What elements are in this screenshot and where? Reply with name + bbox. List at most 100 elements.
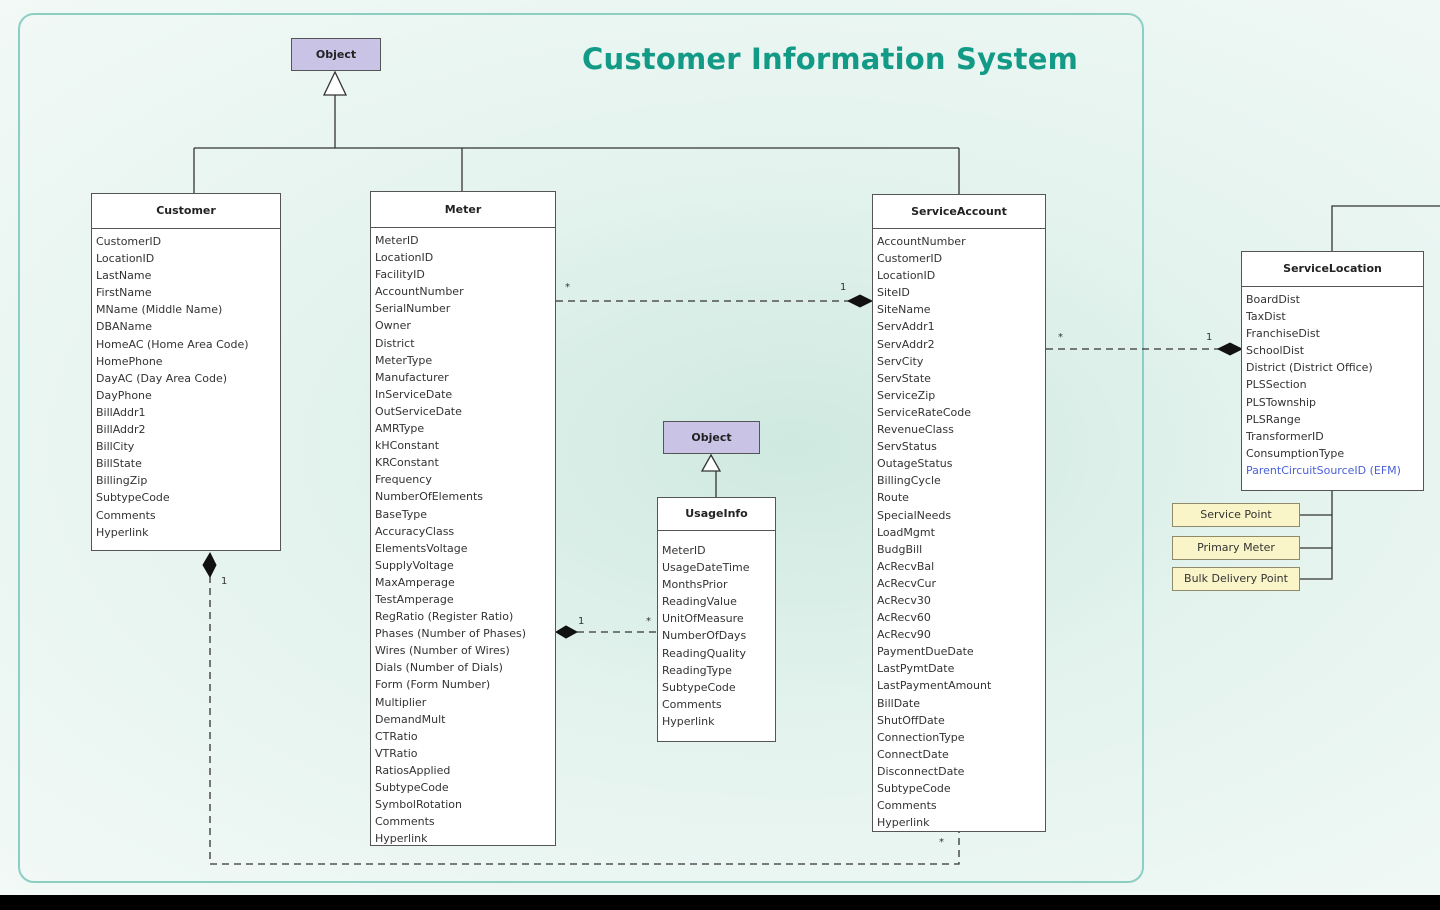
class-name: ServiceLocation [1242, 252, 1423, 287]
attribute: CTRatio [375, 729, 418, 743]
attribute: kHConstant [375, 439, 440, 453]
attribute: Hyperlink [877, 816, 930, 830]
attribute: LocationID [96, 252, 155, 266]
subtype-bulk-delivery-point[interactable]: Bulk Delivery Point [1172, 567, 1300, 591]
system-boundary [18, 13, 1144, 883]
attribute: ShutOffDate [877, 713, 945, 727]
attribute: Phases (Number of Phases) [375, 627, 527, 641]
composition-diamond-customer [202, 551, 217, 579]
subtype-service-point[interactable]: Service Point [1172, 503, 1300, 527]
attribute: AcRecvCur [877, 576, 937, 590]
attribute: OutageStatus [877, 457, 953, 471]
attribute: ElementsVoltage [375, 541, 468, 555]
subtype-primary-meter[interactable]: Primary Meter [1172, 536, 1300, 560]
attribute: BillDate [877, 696, 921, 710]
class-name: ServiceAccount [873, 195, 1045, 229]
attribute: CustomerID [96, 235, 162, 248]
attribute: SpecialNeeds [877, 508, 952, 522]
attribute: Owner [375, 319, 411, 333]
attribute: SchoolDist [1246, 344, 1305, 358]
attribute: Wires (Number of Wires) [375, 644, 510, 658]
composition-diamond-service-account [846, 294, 874, 308]
attribute: LocationID [375, 251, 434, 265]
multiplicity-service-account-one: 1 [840, 282, 847, 293]
attribute: PLSRange [1246, 412, 1301, 426]
class-name: UsageInfo [658, 498, 775, 531]
attribute: Form (Form Number) [375, 678, 491, 692]
attribute: DayAC (Day Area Code) [96, 371, 228, 385]
attribute: Route [877, 491, 909, 505]
attribute: FirstName [96, 286, 152, 300]
class-name: Customer [92, 194, 280, 229]
attribute: AccuracyClass [375, 524, 455, 538]
multiplicity-account-customer-many: * [939, 837, 944, 848]
attribute: DemandMult [375, 712, 446, 726]
attribute: NumberOfDays [662, 629, 747, 643]
attribute: ReadingType [662, 663, 732, 677]
attribute: LastPymtDate [877, 662, 955, 676]
attribute: SymbolRotation [375, 798, 462, 812]
composition-diamond-service-location [1216, 342, 1244, 356]
attribute: ConnectionType [877, 730, 965, 744]
multiplicity-meter-usage-one: 1 [578, 616, 585, 627]
attribute: MeterType [375, 353, 433, 367]
composition-diamond-meter [555, 625, 579, 639]
attribute-link[interactable]: ParentCircuitSourceID (EFM) [1246, 463, 1401, 477]
attribute: LoadMgmt [877, 525, 935, 539]
attribute: BillAddr2 [96, 423, 146, 437]
object-superclass-top[interactable]: Object [291, 38, 381, 71]
attribute: UsageDateTime [662, 561, 750, 575]
attribute: SubtypeCode [877, 782, 951, 795]
attribute: SubtypeCode [375, 781, 449, 794]
bottom-bar [0, 895, 1440, 910]
attribute: AMRType [375, 422, 425, 436]
attribute: AcRecv30 [877, 593, 931, 607]
attribute: SubtypeCode [96, 491, 170, 505]
object-superclass-usage[interactable]: Object [663, 421, 760, 454]
attribute: Comments [662, 697, 722, 711]
attribute: ServStatus [877, 440, 937, 454]
multiplicity-service-location-one: 1 [1206, 332, 1213, 343]
attribute: ServCity [877, 354, 924, 368]
attribute: BillState [96, 457, 142, 471]
attribute: Multiplier [375, 695, 427, 709]
attribute: RevenueClass [877, 423, 954, 437]
attribute: DBAName [96, 320, 152, 334]
attribute: AcRecv90 [877, 628, 931, 642]
attribute: ConnectDate [877, 747, 949, 761]
attribute: BillingZip [96, 474, 148, 488]
generalization-arrow-usage [700, 453, 722, 472]
attribute: Dials (Number of Dials) [375, 661, 503, 675]
attribute: RatiosApplied [375, 763, 451, 777]
attribute: BillingCycle [877, 474, 941, 488]
attribute: SubtypeCode [662, 680, 736, 694]
attribute: FranchiseDist [1246, 327, 1320, 341]
attribute: SupplyVoltage [375, 558, 454, 572]
attribute: ReadingValue [662, 595, 737, 609]
attribute: Hyperlink [662, 714, 715, 728]
attribute: Frequency [375, 473, 432, 487]
attribute: ServAddr1 [877, 320, 935, 334]
object-label: Object [315, 48, 357, 61]
attribute: SiteID [877, 286, 910, 300]
attribute: PLSTownship [1246, 395, 1317, 409]
attribute: NumberOfElements [375, 490, 483, 504]
attribute: UnitOfMeasure [662, 612, 744, 626]
attribute: PaymentDueDate [877, 645, 974, 659]
attribute: MeterID [375, 234, 419, 247]
attribute: BaseType [375, 507, 428, 521]
attribute: LastName [96, 269, 152, 283]
multiplicity-meter-many: * [565, 282, 570, 293]
multiplicity-customer-one: 1 [221, 576, 228, 587]
